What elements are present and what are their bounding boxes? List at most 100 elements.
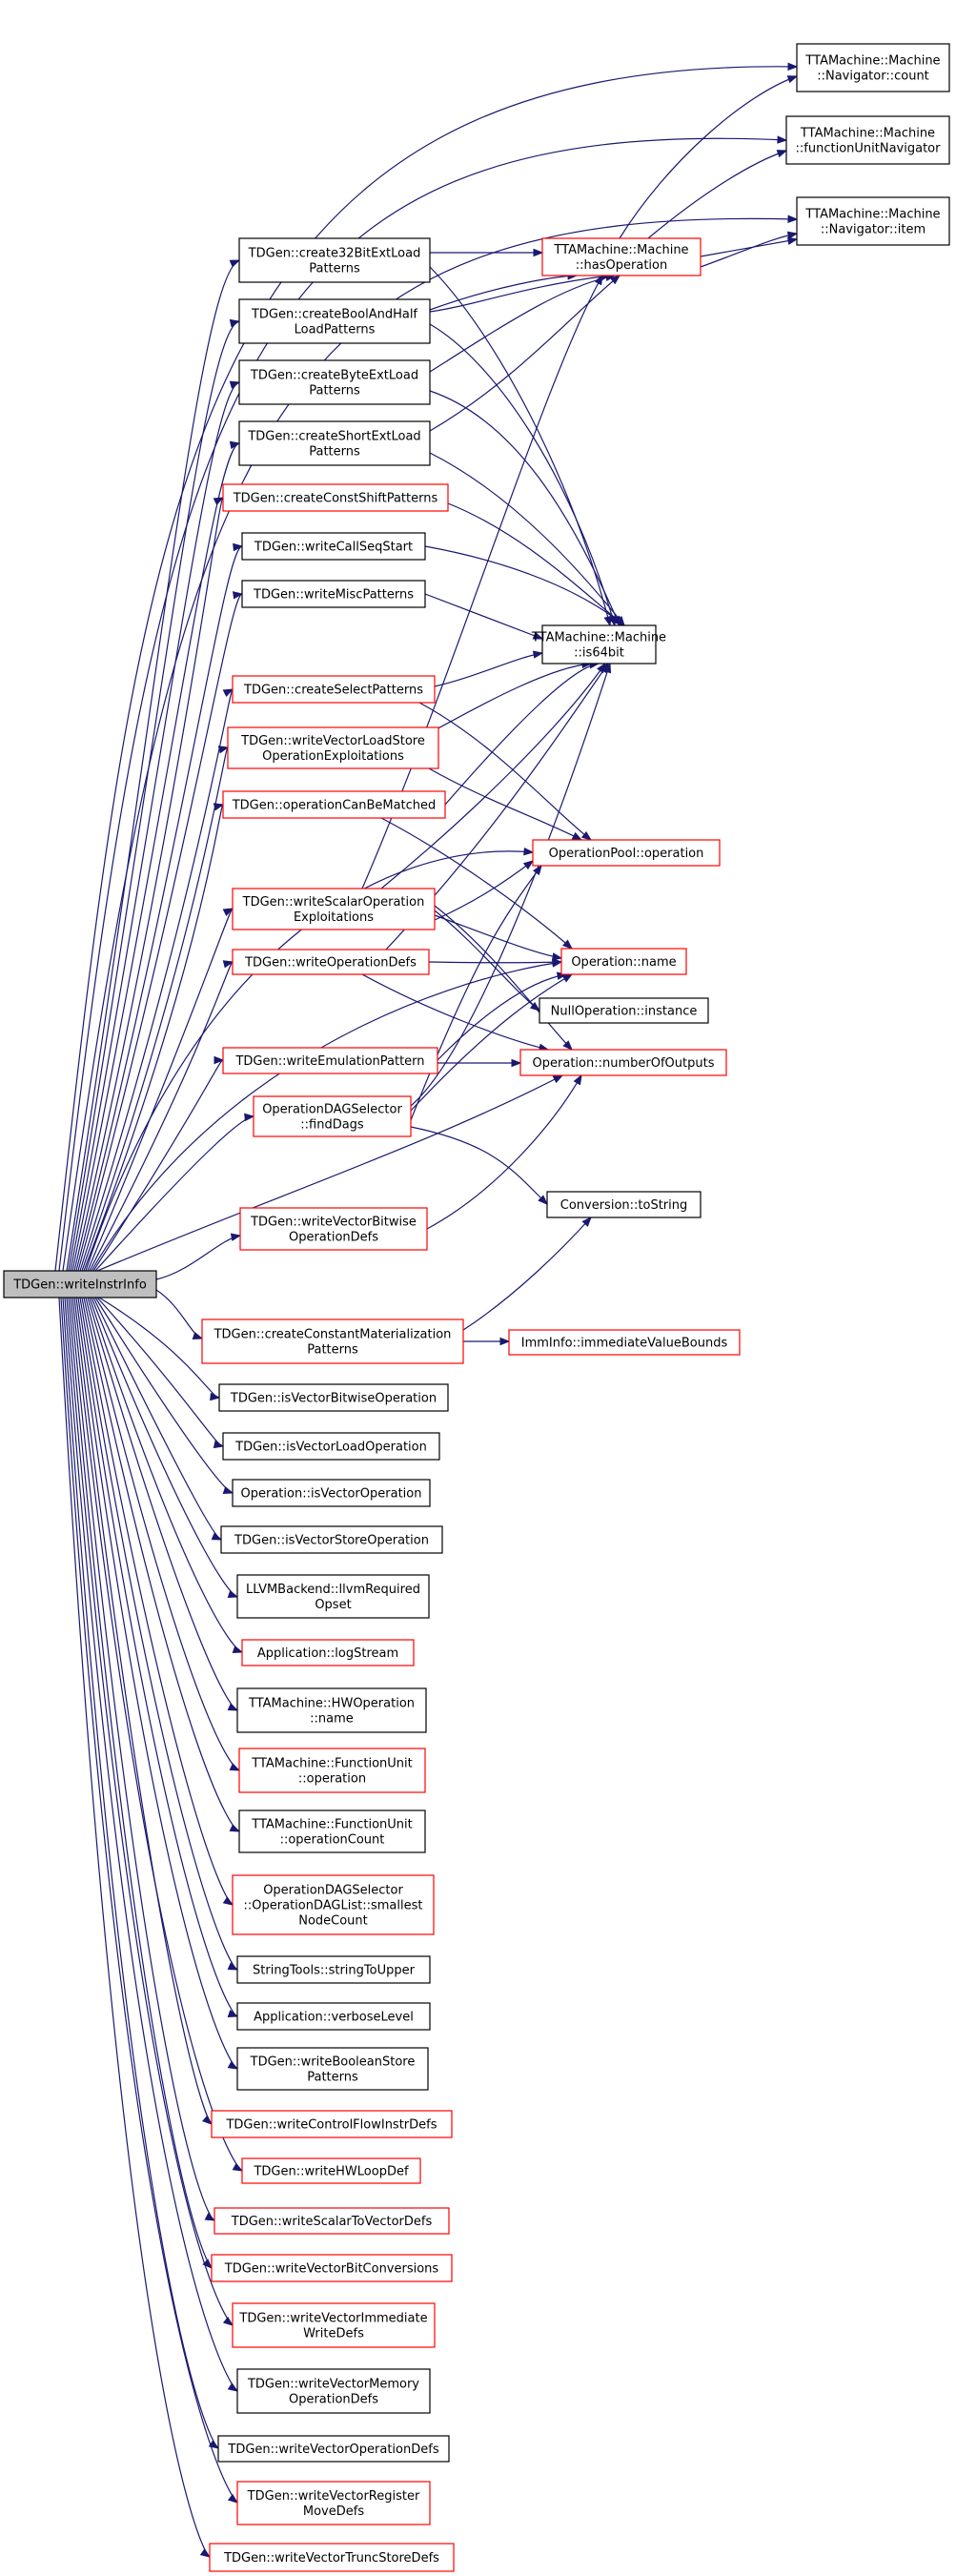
arrowhead-icon xyxy=(227,2382,239,2392)
arrowhead-icon xyxy=(222,1896,234,1906)
node-is64[interactable]: TTAMachine::Machine::is64bit xyxy=(531,624,666,664)
call-edge xyxy=(58,1297,212,2558)
node-oppool[interactable]: OperationPool::operation xyxy=(532,839,721,867)
call-edge xyxy=(73,1297,214,2125)
node-ws2v[interactable]: TDGen::writeScalarToVectorDefs xyxy=(214,2207,450,2235)
call-edge xyxy=(430,248,544,257)
node-whwloop[interactable]: TDGen::writeHWLoopDef xyxy=(241,2157,421,2184)
node-box xyxy=(238,1809,426,1853)
node-wcall[interactable]: TDGen::writeCallSeqStart xyxy=(241,532,426,561)
node-box xyxy=(519,1049,727,1076)
node-box xyxy=(560,948,687,975)
call-edge xyxy=(77,591,244,1272)
node-box xyxy=(796,196,950,246)
node-box xyxy=(532,839,721,867)
node-logstream[interactable]: Application::logStream xyxy=(241,1639,415,1666)
call-edge xyxy=(91,1297,239,1599)
node-hasop[interactable]: TTAMachine::Machine::hasOperation xyxy=(541,237,702,276)
node-verbose[interactable]: Application::verboseLevel xyxy=(236,2002,431,2031)
arrowhead-icon xyxy=(229,318,241,328)
node-wvbc[interactable]: TDGen::writeVectorBitConversions xyxy=(211,2254,453,2282)
node-isvlo[interactable]: TDGen::isVectorLoadOperation xyxy=(222,1432,440,1461)
node-hwopname[interactable]: TTAMachine::HWOperation::name xyxy=(236,1687,427,1733)
node-label: TTAMachine::Machine xyxy=(531,631,666,645)
node-label: Application::verboseLevel xyxy=(254,2011,414,2025)
node-fuop[interactable]: TTAMachine::FunctionUnit::operation xyxy=(238,1748,426,1793)
call-edge xyxy=(66,1297,234,2326)
node-opname[interactable]: Operation::name xyxy=(560,948,687,975)
call-edge xyxy=(434,905,573,1051)
node-opcbm[interactable]: TDGen::operationCanBeMatched xyxy=(222,790,446,819)
call-edge xyxy=(70,380,241,1272)
node-ccmp[interactable]: TDGen::createConstantMaterializationPatt… xyxy=(201,1319,464,1364)
call-edge-line xyxy=(429,266,611,626)
call-edge-line xyxy=(424,593,543,640)
node-wvtrunc[interactable]: TDGen::writeVectorTruncStoreDefs xyxy=(209,2543,455,2572)
node-isvbw[interactable]: TDGen::isVectorBitwiseOperation xyxy=(218,1383,449,1412)
node-wopdefs[interactable]: TDGen::writeOperationDefs xyxy=(232,949,430,975)
arrowhead-icon xyxy=(532,631,544,640)
node-cconst[interactable]: TDGen::createConstShiftPatterns xyxy=(222,483,449,512)
arrowhead-icon xyxy=(499,1337,511,1346)
call-edge-line xyxy=(361,973,549,1051)
node-label: TDGen::writeVectorBitwise xyxy=(250,1216,417,1230)
arrowhead-icon xyxy=(222,1485,234,1495)
node-wvls[interactable]: TDGen::writeVectorLoadStoreOperationExpl… xyxy=(227,726,439,769)
node-nullinst[interactable]: NullOperation::instance xyxy=(539,997,709,1024)
node-opisvec[interactable]: Operation::isVectorOperation xyxy=(232,1479,431,1507)
node-label: TDGen::writeCallSeqStart xyxy=(254,541,413,555)
call-edge-line xyxy=(434,860,534,921)
node-label: ::OperationDAGList::smallest xyxy=(244,1899,423,1913)
node-box xyxy=(3,1270,157,1298)
node-csel[interactable]: TDGen::createSelectPatterns xyxy=(232,675,436,704)
call-edge xyxy=(437,1058,522,1068)
node-label: TDGen::operationCanBeMatched xyxy=(232,799,437,813)
arrowhead-icon xyxy=(204,2212,216,2221)
node-label: ::Navigator::item xyxy=(821,223,925,237)
call-edge-line xyxy=(437,973,567,1061)
node-wvop[interactable]: TDGen::writeVectorOperationDefs xyxy=(217,2435,450,2463)
node-box xyxy=(232,1479,431,1507)
node-nav_item[interactable]: TTAMachine::Machine::Navigator::item xyxy=(796,196,950,246)
node-strupper[interactable]: StringTools::stringToUpper xyxy=(236,1955,431,1984)
node-numout[interactable]: Operation::numberOfOutputs xyxy=(519,1049,727,1076)
call-edge-line xyxy=(70,381,240,1272)
node-wmisc[interactable]: TDGen::writeMiscPatterns xyxy=(241,580,426,608)
arrowhead-icon xyxy=(213,803,225,811)
node-label: TDGen::writeVectorLoadStore xyxy=(240,734,425,748)
node-nav_count[interactable]: TTAMachine::Machine::Navigator::count xyxy=(796,43,950,92)
node-convstr[interactable]: Conversion::toString xyxy=(546,1191,702,1218)
node-box xyxy=(241,1639,415,1666)
node-fuopcount[interactable]: TTAMachine::FunctionUnit::operationCount xyxy=(238,1809,426,1853)
call-edge-line xyxy=(619,75,798,239)
node-smallest[interactable]: OperationDAGSelector::OperationDAGList::… xyxy=(232,1874,435,1935)
call-edge-line xyxy=(447,502,625,626)
node-label: TTAMachine::Machine xyxy=(553,243,688,257)
node-isvso[interactable]: TDGen::isVectorStoreOperation xyxy=(220,1525,443,1554)
node-box xyxy=(241,2157,421,2184)
arrowhead-icon xyxy=(244,1113,255,1122)
call-edge xyxy=(96,1297,225,1449)
node-wcfi[interactable]: TDGen::writeControlFlowInstrDefs xyxy=(211,2110,453,2138)
node-label: TTAMachine::Machine xyxy=(804,208,940,222)
node-box xyxy=(201,1319,464,1364)
node-wemul[interactable]: TDGen::writeEmulationPattern xyxy=(222,1047,438,1074)
node-label: Patterns xyxy=(307,1343,358,1358)
arrowhead-icon xyxy=(562,1040,573,1051)
node-finddags[interactable]: OperationDAGSelector::findDags xyxy=(253,1095,412,1137)
node-label: ::operation xyxy=(298,1772,366,1787)
node-fu_nav[interactable]: TTAMachine::Machine::functionUnitNavigat… xyxy=(785,115,950,165)
call-edge-line xyxy=(73,1297,213,2125)
node-immbounds[interactable]: ImmInfo::immediateValueBounds xyxy=(508,1329,741,1356)
